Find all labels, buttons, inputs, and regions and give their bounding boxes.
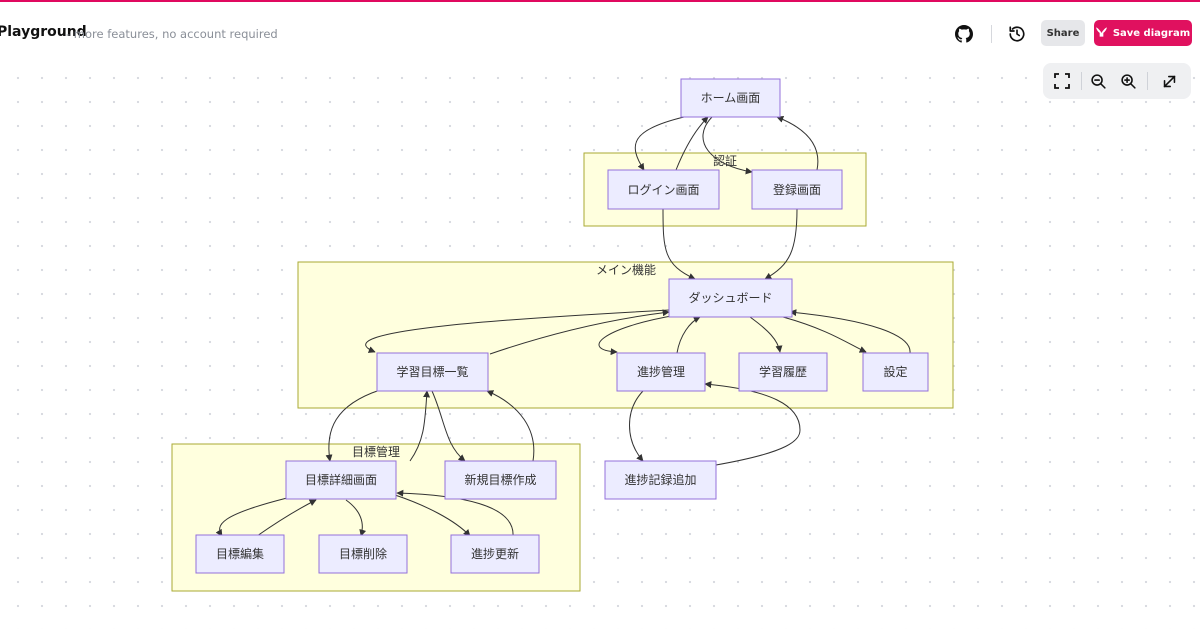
svg-text:ダッシュボード: ダッシュボード [688, 290, 772, 305]
expand-icon[interactable] [1157, 69, 1181, 93]
edge [409, 390, 431, 462]
cluster-main-label: メイン機能 [596, 262, 656, 277]
edge [345, 499, 367, 537]
svg-text:進捗管理: 進捗管理 [637, 364, 685, 379]
edge [704, 381, 801, 466]
edge [431, 390, 466, 462]
save-diagram-label: Save diagram [1112, 27, 1191, 39]
svg-text:登録画面: 登録画面 [773, 182, 821, 197]
node-progress-add[interactable]: 進捗記録追加 [604, 460, 717, 500]
node-login[interactable]: ログイン画面 [607, 169, 720, 210]
node-settings[interactable]: 設定 [862, 352, 929, 392]
svg-text:学習目標一覧: 学習目標一覧 [396, 364, 468, 379]
node-goal-detail[interactable]: 目標詳細画面 [285, 460, 397, 500]
node-register[interactable]: 登録画面 [751, 169, 843, 210]
edges [215, 116, 911, 537]
edge [634, 116, 685, 171]
edge [396, 489, 514, 537]
zoom-out-icon[interactable] [1086, 69, 1110, 93]
node-goal-list[interactable]: 学習目標一覧 [376, 352, 489, 392]
header-divider [991, 25, 992, 43]
node-goal-delete[interactable]: 目標削除 [318, 534, 408, 574]
edge [764, 208, 798, 280]
svg-text:新規目標作成: 新規目標作成 [464, 472, 536, 487]
svg-text:進捗更新: 進捗更新 [471, 546, 519, 561]
node-progress-management[interactable]: 進捗管理 [616, 352, 706, 392]
node-new-goal[interactable]: 新規目標作成 [444, 460, 557, 500]
node-goal-edit[interactable]: 目標編集 [195, 534, 285, 574]
svg-text:目標削除: 目標削除 [339, 546, 387, 561]
edge [782, 316, 867, 353]
node-progress-update[interactable]: 進捗更新 [450, 534, 540, 574]
edge [676, 316, 701, 354]
svg-text:設定: 設定 [883, 364, 907, 379]
edge [702, 116, 753, 175]
view-toolbar [1043, 63, 1191, 99]
mermaid-logo-icon [1095, 26, 1107, 40]
zoom-in-icon[interactable] [1116, 69, 1140, 93]
top-accent-bar [0, 0, 1200, 2]
cluster-goal-label: 目標管理 [352, 444, 400, 459]
share-button[interactable]: Share [1041, 20, 1085, 46]
edge [325, 389, 381, 462]
edge [489, 309, 670, 355]
edge [394, 494, 471, 537]
svg-text:目標詳細画面: 目標詳細画面 [305, 472, 377, 487]
edge [365, 309, 670, 353]
svg-text:ログイン画面: ログイン画面 [627, 183, 699, 197]
svg-text:進捗記録追加: 進捗記録追加 [624, 472, 696, 487]
edge [486, 390, 535, 462]
node-home[interactable]: ホーム画面 [680, 78, 781, 118]
toolbar-divider [1147, 72, 1148, 90]
edge [749, 316, 783, 353]
github-icon[interactable] [952, 22, 976, 46]
app-subtitle: - more features, no account required [66, 27, 278, 41]
edge [629, 390, 644, 462]
toolbar-divider [1081, 72, 1082, 90]
history-icon[interactable] [1005, 22, 1029, 46]
node-learning-history[interactable]: 学習履歴 [738, 352, 828, 392]
svg-text:目標編集: 目標編集 [216, 546, 264, 561]
edge [662, 208, 696, 280]
svg-text:ホーム画面: ホーム画面 [701, 91, 761, 105]
edge [789, 309, 911, 354]
header: Playground - more features, no account r… [0, 2, 1200, 62]
svg-text:学習履歴: 学習履歴 [759, 364, 807, 379]
edge [256, 499, 317, 537]
app-title: Playground [0, 24, 87, 40]
edge [215, 497, 288, 537]
edge [675, 116, 709, 171]
edge [776, 116, 819, 171]
node-dashboard[interactable]: ダッシュボード [668, 278, 793, 318]
edge [598, 314, 678, 356]
fit-view-icon[interactable] [1050, 69, 1074, 93]
save-diagram-button[interactable]: Save diagram [1094, 20, 1192, 46]
cluster-auth-label: 認証 [713, 153, 737, 168]
